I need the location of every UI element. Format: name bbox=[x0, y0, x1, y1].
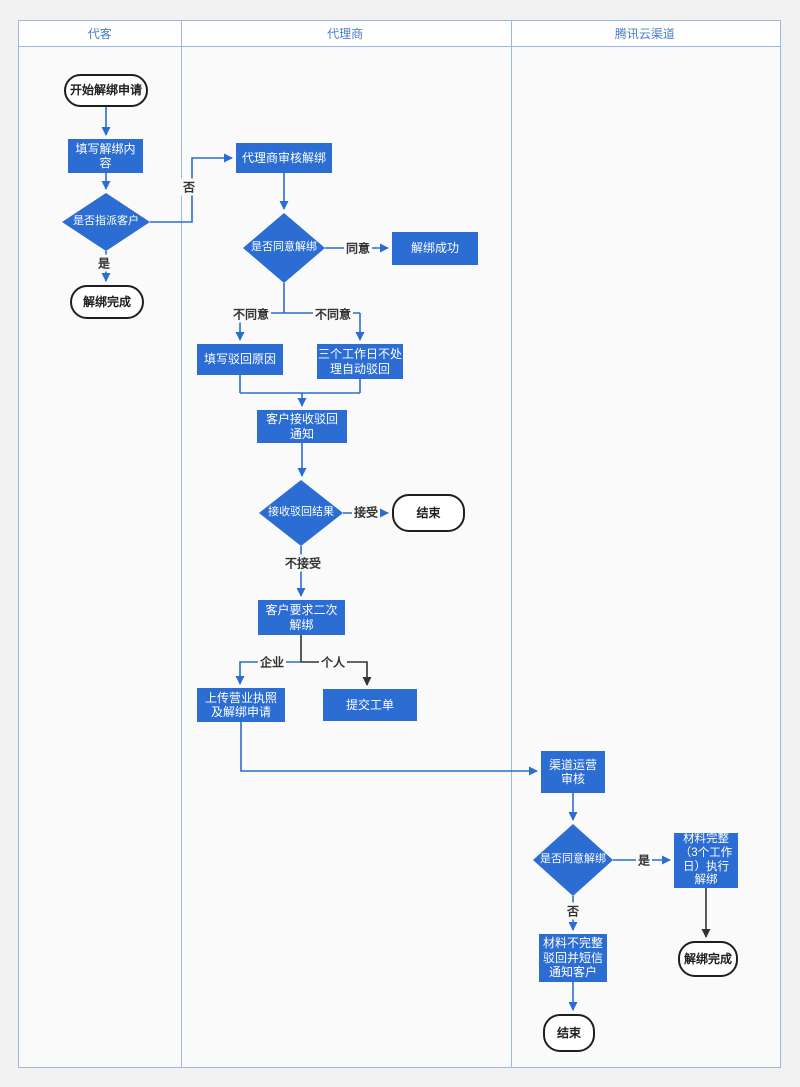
node-unbind-complete-terminator: 解绑完成 bbox=[70, 285, 144, 319]
node-end-terminator-2: 结束 bbox=[543, 1014, 595, 1052]
node-submit-ticket: 提交工单 bbox=[323, 689, 417, 721]
node-end-terminator-1: 结束 bbox=[392, 494, 465, 532]
node-upload-business-license: 上传营业执照 及解绑申请 bbox=[197, 688, 285, 722]
swimlane-pool: 代客 代理商 腾讯云渠道 bbox=[18, 20, 781, 1068]
lane-title-text: 代客 bbox=[87, 27, 112, 41]
edge-label-not-accept: 不接受 bbox=[282, 554, 324, 572]
node-material-incomplete-reject-sms: 材料不完整 驳回并短信 通知客户 bbox=[539, 934, 607, 982]
node-unbind-success: 解绑成功 bbox=[392, 232, 478, 265]
lane-title-text: 腾讯云渠道 bbox=[614, 27, 675, 41]
lane-header-row: 代客 代理商 腾讯云渠道 bbox=[19, 21, 780, 47]
lane-title-text: 代理商 bbox=[327, 27, 364, 41]
edge-label-agree: 同意 bbox=[343, 239, 373, 257]
edge-label-enterprise: 企业 bbox=[257, 653, 287, 671]
edge-label-no-2: 否 bbox=[564, 902, 582, 920]
edge-label-disagree-left: 不同意 bbox=[230, 305, 272, 323]
lane-header-customer: 代客 bbox=[19, 21, 181, 46]
node-start-terminator: 开始解绑申请 bbox=[64, 74, 148, 107]
lane-divider-1 bbox=[181, 21, 182, 1067]
node-channel-operation-review: 渠道运营 审核 bbox=[541, 751, 605, 793]
node-material-complete-execute-unbind: 材料完整 （3个工作 日）执行 解绑 bbox=[674, 833, 738, 888]
node-fill-reject-reason: 填写驳回原因 bbox=[197, 344, 283, 375]
edge-label-disagree-right: 不同意 bbox=[312, 305, 354, 323]
edge-label-yes-2: 是 bbox=[635, 851, 653, 869]
edge-label-personal: 个人 bbox=[318, 653, 348, 671]
node-customer-receive-reject-notice: 客户接收驳回 通知 bbox=[257, 410, 347, 443]
node-second-unbind-request: 客户要求二次 解绑 bbox=[258, 600, 345, 635]
node-fill-unbind-content: 填写解绑内 容 bbox=[68, 139, 143, 173]
edge-label-no-1: 否 bbox=[180, 178, 198, 196]
lane-divider-2 bbox=[511, 21, 512, 1067]
lane-header-tencent-channel: 腾讯云渠道 bbox=[510, 21, 780, 46]
edge-label-accept: 接受 bbox=[351, 503, 381, 521]
edge-label-yes-1: 是 bbox=[95, 254, 113, 272]
node-unbind-complete-terminator-2: 解绑完成 bbox=[678, 941, 738, 977]
node-agent-review: 代理商审核解绑 bbox=[236, 143, 332, 173]
node-auto-reject-3-days: 三个工作日不处 理自动驳回 bbox=[317, 344, 403, 379]
lane-header-agent: 代理商 bbox=[181, 21, 510, 46]
